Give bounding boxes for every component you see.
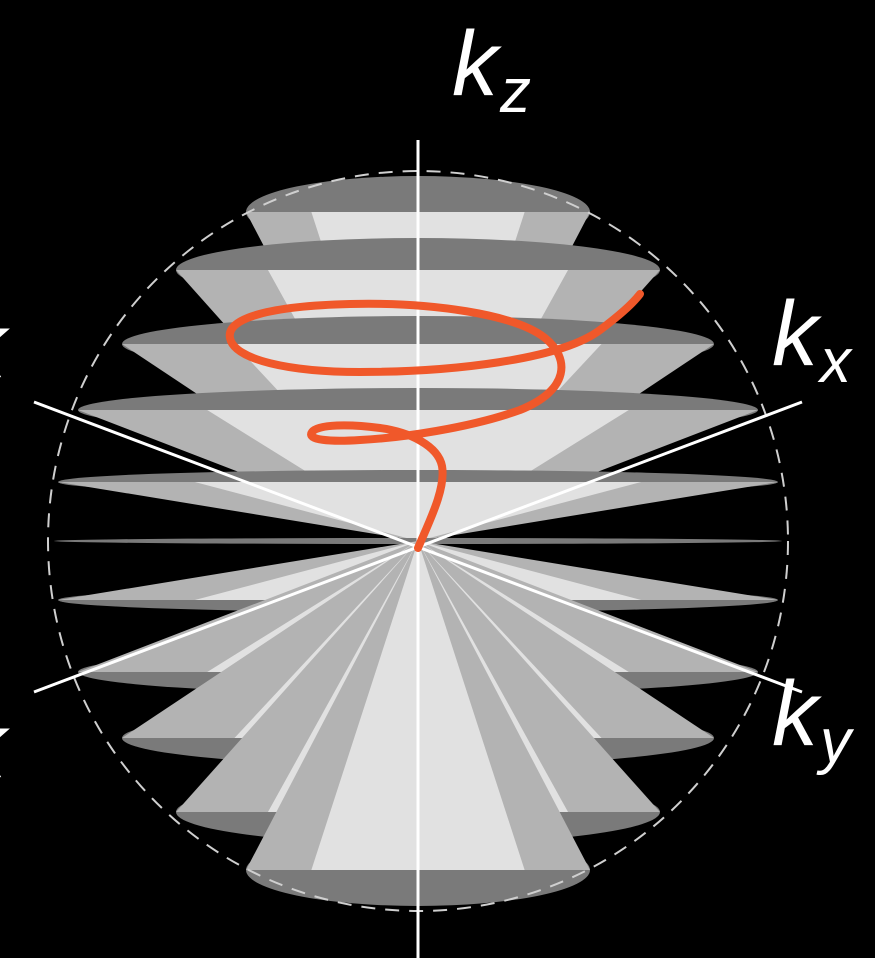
ky-sub: y [820,707,851,777]
kz-main: k [452,13,498,115]
ky-main: k [772,663,818,765]
kx-main: k [772,283,818,385]
left-edge-partial-label-upper: k [0,300,6,392]
kx-axis-label: kx [772,288,851,393]
ky-axis-label: ky [772,668,851,773]
kx-sub: x [820,327,851,397]
left-edge-partial-label-lower: k [0,700,6,792]
spiral-trajectory-icon [225,290,644,552]
kz-sub: z [500,57,531,127]
kz-axis-label: kz [452,18,531,123]
